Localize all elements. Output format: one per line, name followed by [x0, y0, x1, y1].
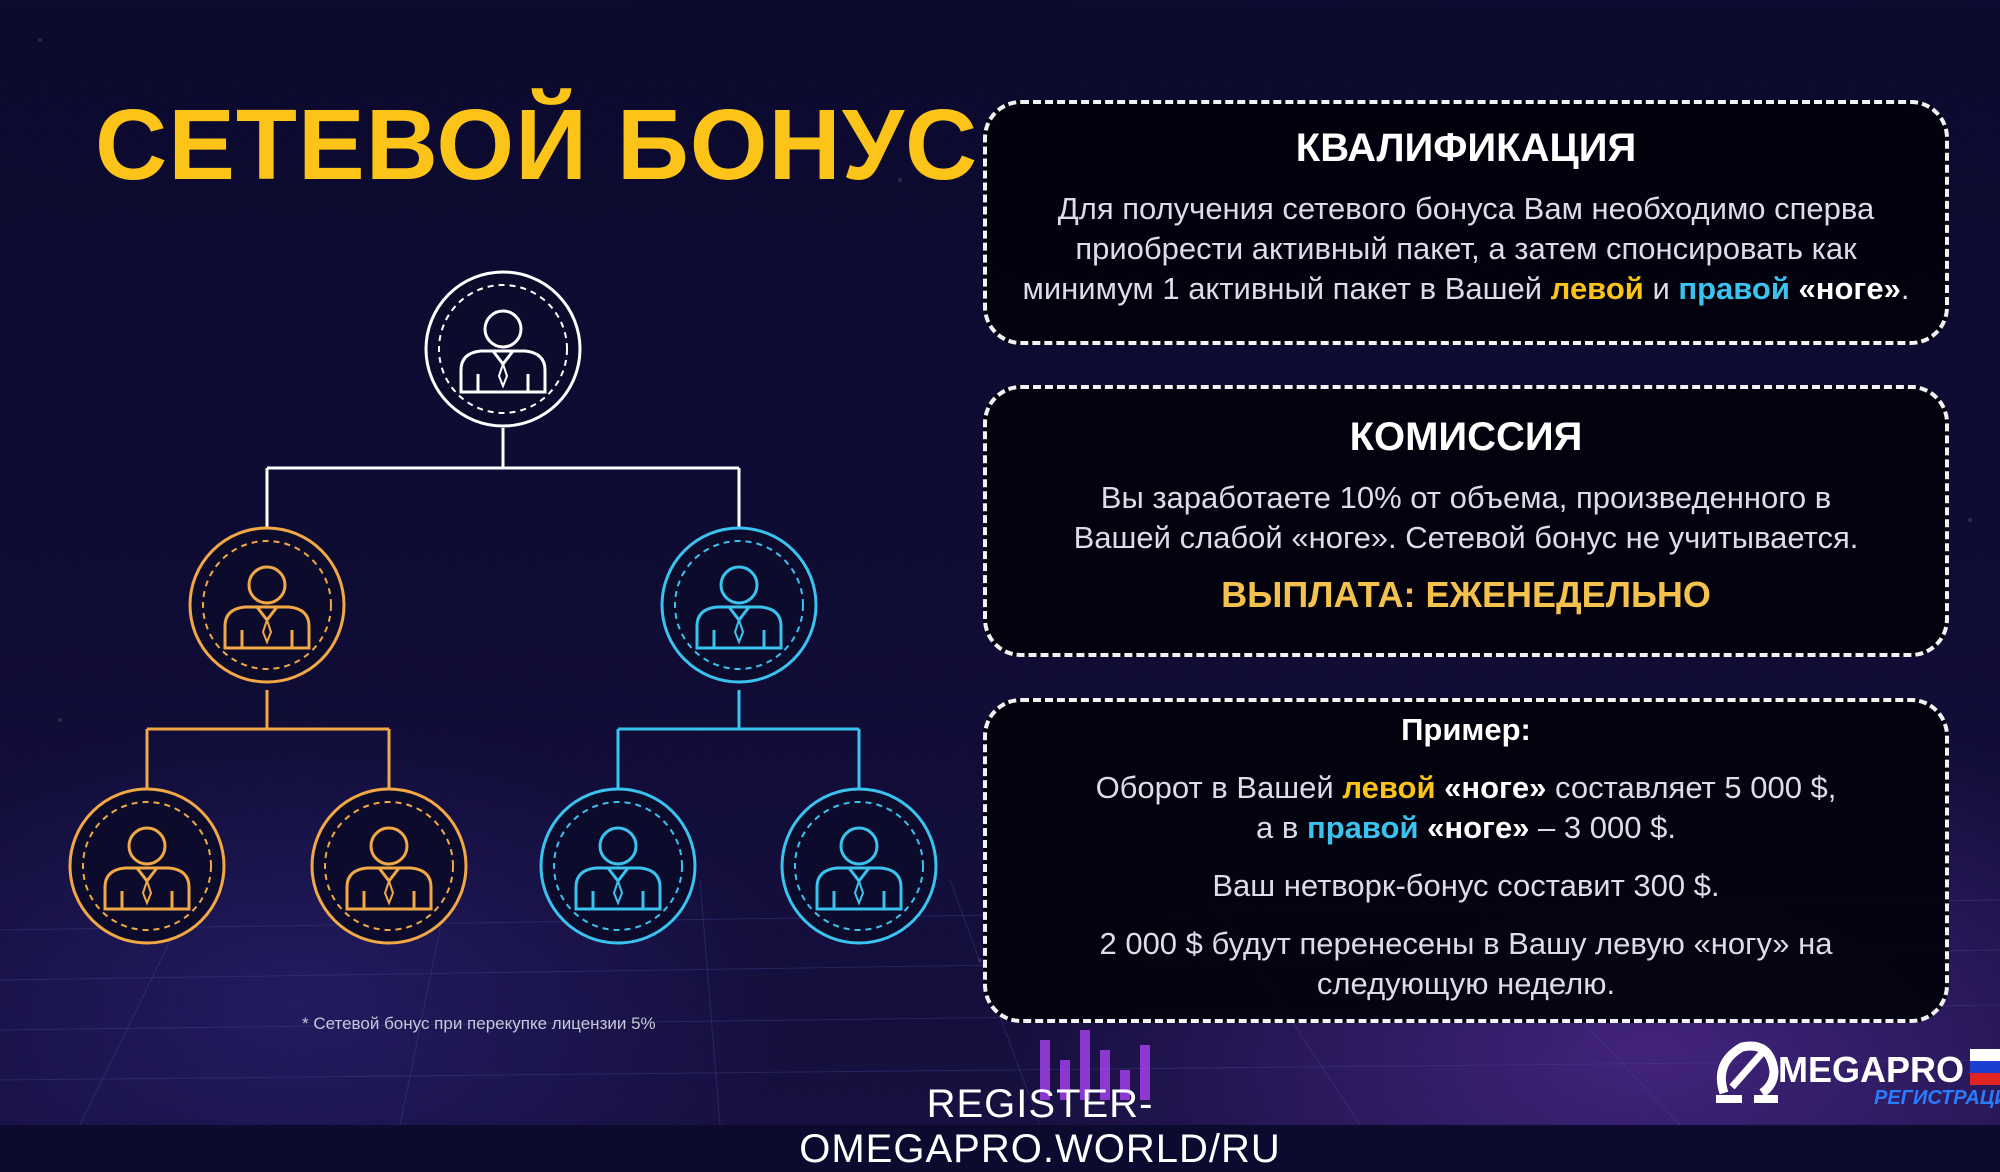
example-text: – 3 000 $.	[1529, 810, 1676, 845]
commission-card: КОМИССИЯ Вы заработаете 10% от объема, п…	[983, 385, 1949, 657]
example-line-3: Ваш нетворк-бонус составит 300 $.	[1212, 868, 1720, 903]
tree-node-left	[188, 526, 346, 684]
tree-node-right-2	[780, 787, 938, 945]
qualification-line-2: приобрести активный пакет, а затем спонс…	[1075, 231, 1857, 266]
commission-heading: КОМИССИЯ	[1349, 415, 1583, 459]
qualification-and: и	[1643, 271, 1679, 306]
tree-node-right-1	[539, 787, 697, 945]
russia-flag-icon	[1970, 1049, 2000, 1085]
leg-label: «ноге»	[1789, 271, 1901, 306]
logo-text: MEGAPRO	[1778, 1049, 1965, 1090]
logo-subtitle: РЕГИСТРАЦИ	[1874, 1087, 2000, 1109]
example-text: Оборот в Вашей	[1095, 770, 1343, 805]
site-url[interactable]: REGISTER-OMEGAPRO.WORLD/RU	[799, 1082, 1281, 1171]
right-leg-label: правой	[1678, 271, 1790, 306]
example-text: а в	[1256, 810, 1307, 845]
qualification-line-3: минимум 1 активный пакет в Вашей левой и…	[987, 269, 1945, 309]
qualification-card: КВАЛИФИКАЦИЯ Для получения сетевого бону…	[983, 100, 1949, 345]
example-line-4: 2 000 $ будут перенесены в Вашу левую «н…	[1099, 926, 1833, 961]
commission-line-2: Вашей слабой «ноге». Сетевой бонус не уч…	[1073, 520, 1859, 555]
example-line-2: а в правой «ноге» – 3 000 $.	[987, 808, 1945, 848]
payout-label: ВЫПЛАТА: ЕЖЕНЕДЕЛЬНО	[1221, 574, 1711, 615]
leg-label: «ноге»	[1418, 810, 1530, 845]
qualification-line-1: Для получения сетевого бонуса Вам необхо…	[1057, 191, 1875, 226]
tree-node-root	[424, 270, 582, 428]
omega-icon	[1716, 1041, 1779, 1103]
example-heading: Пример:	[1401, 712, 1531, 747]
tree-node-right	[660, 526, 818, 684]
example-line-1: Оборот в Вашей левой «ноге» составляет 5…	[987, 768, 1945, 808]
footnote: * Сетевой бонус при перекупке лицензии 5…	[302, 1014, 656, 1033]
binary-tree-diagram	[68, 270, 938, 945]
right-leg-label: правой	[1306, 810, 1419, 845]
left-leg-label: левой	[1550, 271, 1644, 306]
tree-node-left-2	[310, 787, 468, 945]
page-title: СЕТЕВОЙ БОНУС	[95, 89, 979, 201]
example-card: Пример: Оборот в Вашей левой «ноге» сост…	[983, 698, 1949, 1023]
example-line-5: следующую неделю.	[1316, 966, 1616, 1001]
qualification-text: минимум 1 активный пакет в Вашей	[1022, 271, 1551, 306]
leg-label: «ноге»	[1435, 770, 1547, 805]
commission-line-1: Вы заработаете 10% от объема, произведен…	[1100, 480, 1832, 515]
qualification-dot: .	[1900, 271, 1910, 306]
omegapro-logo[interactable]: MEGAPRO РЕГИСТРАЦИ	[1712, 1025, 2000, 1125]
example-text: составляет 5 000 $,	[1546, 770, 1837, 805]
qualification-heading: КВАЛИФИКАЦИЯ	[1295, 126, 1637, 170]
left-leg-label: левой	[1342, 770, 1436, 805]
tree-node-left-1	[68, 787, 226, 945]
